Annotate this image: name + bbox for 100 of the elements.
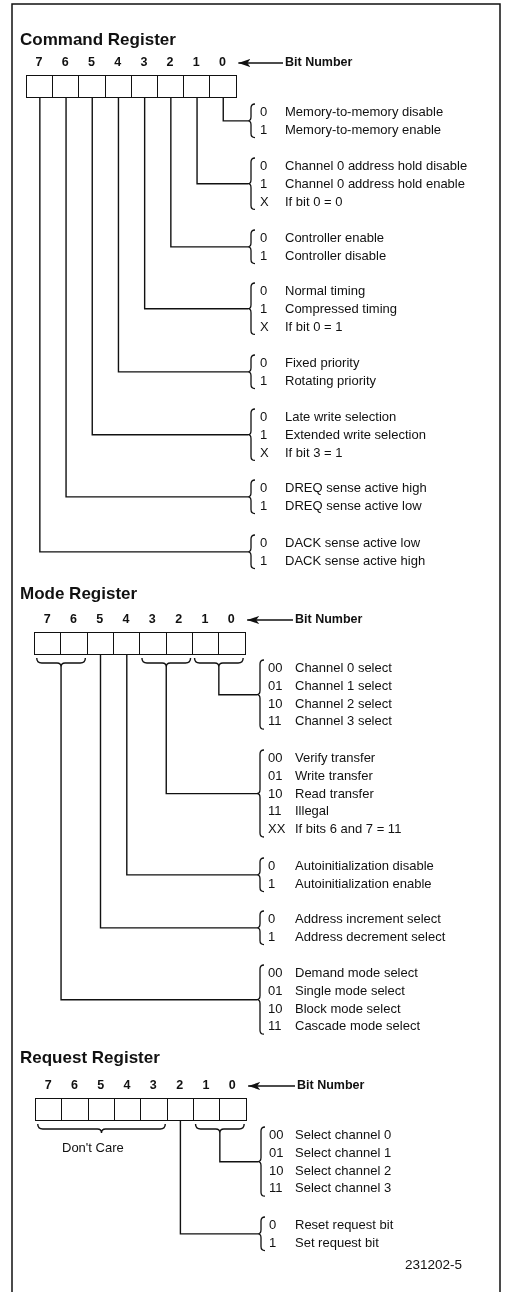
section-heading: Command Register (20, 30, 176, 50)
bit-value: 01 (268, 981, 283, 1000)
bit-number-caption: Bit Number (285, 55, 353, 69)
bit-number-caption: Bit Number (297, 1078, 365, 1092)
bit-description: Channel 2 select (295, 694, 392, 713)
bit-cell (112, 632, 141, 655)
bit-value: 0 (260, 229, 268, 247)
bit-value: 0 (260, 534, 268, 552)
bit-cell (183, 75, 211, 98)
bit-number: 0 (219, 55, 226, 69)
bit-value: XX (268, 820, 286, 839)
bit-number: 3 (140, 55, 148, 69)
bit-value: 00 (268, 659, 283, 677)
bit-description: Write transfer (295, 766, 373, 785)
arrow (247, 1082, 296, 1090)
bit-description: Channel 0 select (295, 659, 392, 677)
bit-cell (192, 1098, 221, 1121)
bit-number: 0 (227, 612, 235, 626)
bit-value: 1 (260, 299, 268, 318)
bit-description: Address increment select (295, 910, 441, 928)
bit-description: DREQ sense active high (285, 479, 427, 497)
bit-value: 1 (260, 246, 268, 265)
connector-line (91, 97, 249, 436)
bit-description: Memory-to-memory enable (285, 120, 442, 139)
bit-description: If bits 6 and 7 = 11 (295, 820, 402, 839)
bit-description: Address decrement select (295, 927, 446, 946)
bit-value: 1 (260, 425, 268, 444)
bit-number: 2 (176, 1078, 184, 1092)
bit-value: 1 (268, 927, 276, 946)
bit-value: X (260, 192, 269, 211)
bit-value: 01 (268, 676, 283, 695)
bit-value: 00 (268, 964, 283, 982)
bit-cell (130, 75, 159, 98)
bit-number: 7 (35, 55, 43, 69)
bit-value: 1 (260, 496, 268, 515)
bit-description: Normal timing (285, 282, 366, 300)
bit-description: Rotating priority (285, 371, 377, 390)
bit-number: 6 (61, 55, 69, 69)
bit-cell (113, 1098, 142, 1121)
bit-number: 1 (201, 612, 209, 626)
bit-cell (218, 632, 246, 655)
bit-number: 6 (70, 1078, 78, 1092)
bit-description: Select channel 3 (295, 1179, 392, 1198)
bit-value: 00 (268, 749, 283, 767)
arrow (237, 59, 284, 67)
bit-number: 5 (88, 55, 95, 69)
bit-description: Cascade mode select (295, 1017, 420, 1036)
bit-number: 0 (228, 1078, 236, 1092)
connector-line (39, 97, 249, 553)
bit-value: 00 (269, 1126, 284, 1144)
bit-value: 10 (269, 1161, 284, 1180)
connector-line (196, 97, 249, 185)
bit-description: Channel 1 select (295, 676, 392, 695)
bit-number: 1 (192, 55, 200, 69)
bit-value: X (260, 317, 269, 336)
bit-value: 0 (260, 157, 268, 175)
bit-description: Autoinitialization disable (295, 857, 434, 875)
bit-value: 0 (260, 354, 268, 372)
bit-value: 10 (268, 694, 283, 713)
bit-description: Select channel 0 (295, 1126, 392, 1144)
bit-number: 6 (69, 612, 77, 626)
bit-description: DACK sense active low (285, 534, 421, 552)
connector-line (222, 97, 249, 122)
bit-description: Late write selection (285, 408, 397, 426)
bit-description: Autoinitialization enable (295, 874, 432, 893)
bit-description: Controller disable (285, 246, 387, 265)
bit-cell (34, 632, 62, 655)
bit-description: Select channel 2 (295, 1161, 392, 1180)
bit-value: 0 (268, 910, 276, 928)
section-heading: Mode Register (20, 584, 138, 604)
bit-cell (87, 1098, 116, 1121)
bit-description: Demand mode select (295, 964, 418, 982)
connector-line (170, 97, 249, 248)
bit-number: 2 (175, 612, 183, 626)
bit-value: 1 (268, 874, 276, 893)
bit-value: 1 (260, 174, 268, 193)
bit-value: 01 (268, 766, 283, 785)
bit-value: 0 (260, 282, 268, 300)
bit-description: Reset request bit (295, 1216, 394, 1234)
bit-cell (139, 632, 167, 655)
connector-line (60, 666, 258, 1001)
bit-description: Read transfer (295, 784, 374, 803)
bit-description: Verify transfer (295, 749, 376, 767)
bit-number: 5 (96, 612, 104, 626)
bit-value: 11 (268, 802, 282, 821)
bit-value: 1 (269, 1233, 277, 1252)
bit-number: 3 (148, 612, 156, 626)
bit-value: 10 (268, 784, 283, 803)
arrow (246, 616, 294, 624)
bit-cell (61, 1098, 90, 1121)
bit-value: 01 (269, 1143, 284, 1162)
connector-line (117, 97, 249, 373)
bit-description: Channel 0 address hold enable (285, 174, 465, 193)
connector-line (143, 97, 249, 310)
bit-cell (86, 632, 115, 655)
bit-cell (60, 632, 89, 655)
connector-line (218, 666, 258, 696)
bit-value: 0 (260, 408, 268, 426)
connector-line (179, 1120, 259, 1235)
bit-value: X (260, 443, 269, 462)
